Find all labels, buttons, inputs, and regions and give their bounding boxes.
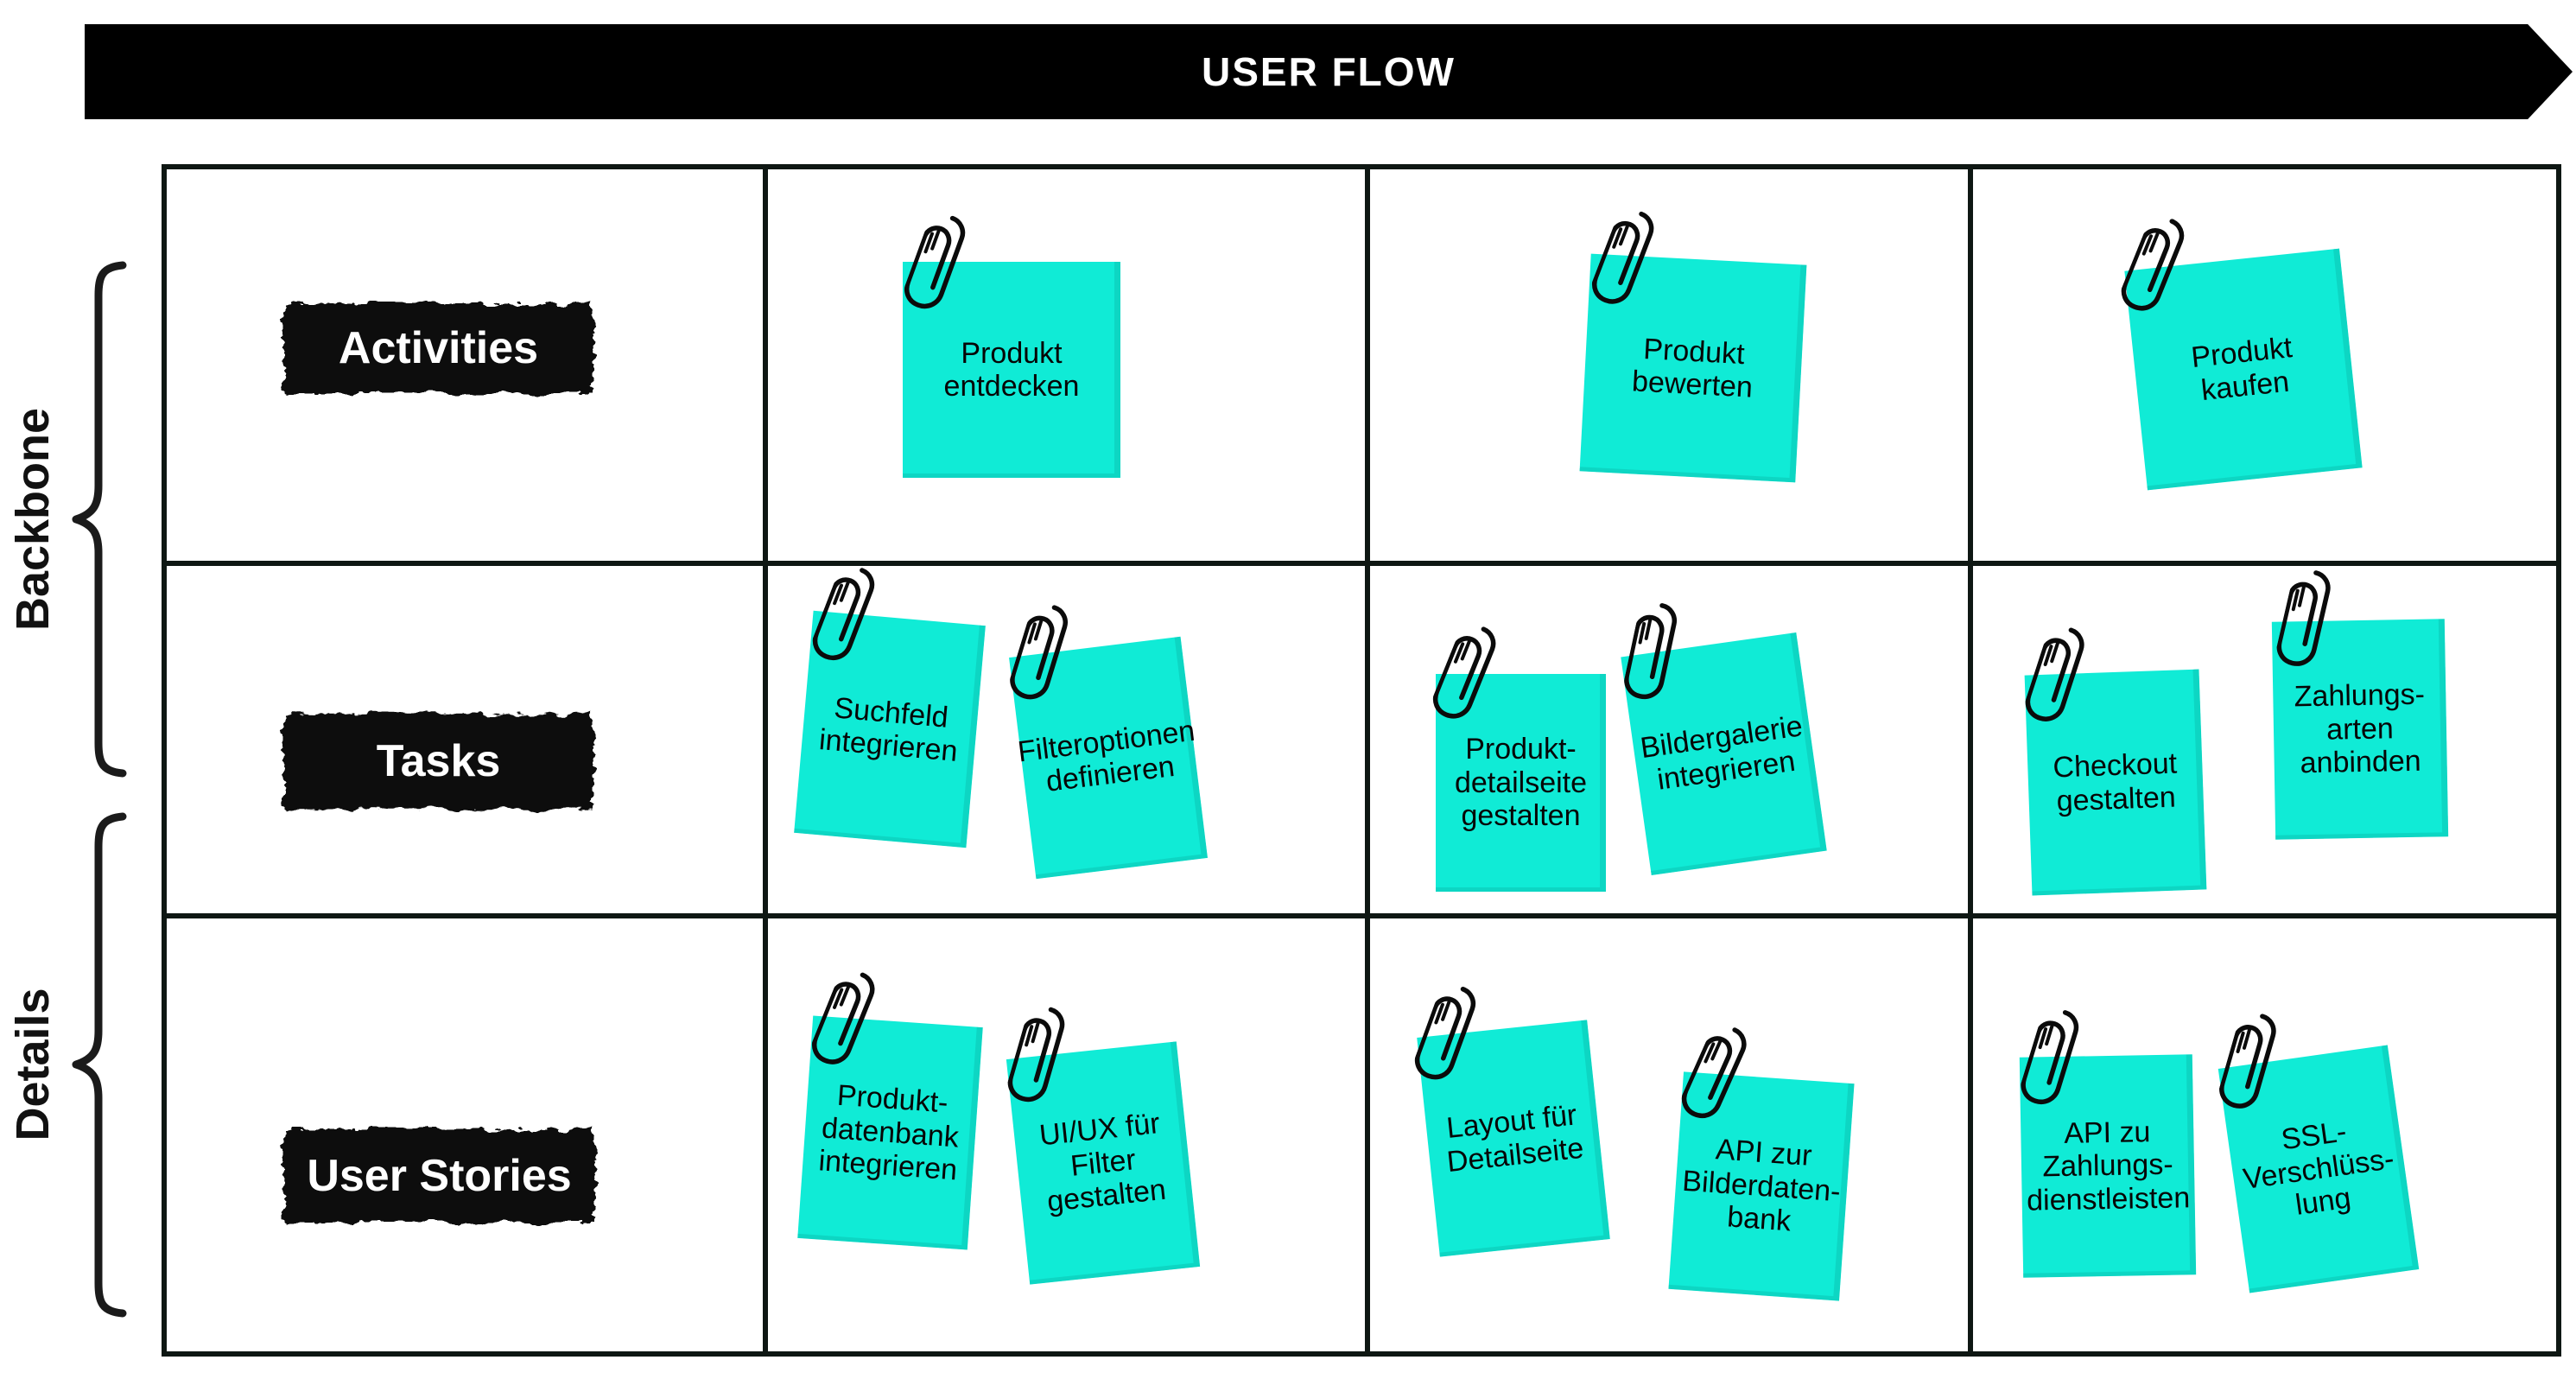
grid-column-divider — [1365, 169, 1370, 1351]
sticky-note-filteroptionen-definieren[interactable]: Filteroptionen definieren — [1009, 637, 1208, 880]
grid-row-divider — [167, 561, 2556, 566]
details-brace — [72, 812, 127, 1318]
note-text: Produkt bewerten — [1631, 332, 1754, 404]
sticky-note-ssl-verschluesslung[interactable]: SSL- Verschlüss- lung — [2218, 1045, 2420, 1293]
grid-row-divider — [167, 913, 2556, 918]
user-flow-arrow: USER FLOW — [85, 24, 2573, 119]
note-text: Layout für Detailseite — [1444, 1098, 1585, 1179]
note-text: Produkt kaufen — [2189, 331, 2294, 407]
note-text: Filteroptionen definieren — [1016, 714, 1197, 798]
details-label: Details — [7, 988, 59, 1141]
note-text: API zu Zahlungs- dienstleisten — [2026, 1115, 2191, 1217]
note-text: Produkt entdecken — [943, 336, 1080, 403]
sticky-note-layout-detailseite[interactable]: Layout für Detailseite — [1417, 1020, 1610, 1257]
row-label-user-stories: User Stories — [272, 1117, 606, 1234]
backbone-brace — [72, 261, 127, 778]
sticky-note-suchfeld-integrieren[interactable]: Suchfeld integrieren — [794, 611, 986, 848]
row-label-text: User Stories — [307, 1150, 572, 1201]
user-flow-label: USER FLOW — [1202, 49, 1456, 94]
sticky-note-uiux-filter-gestalten[interactable]: UI/UX für Filter gestalten — [1006, 1041, 1201, 1285]
story-map-grid — [162, 164, 2561, 1357]
note-text: UI/UX für Filter gestalten — [1037, 1107, 1168, 1219]
sticky-note-bildergalerie-integrieren[interactable]: Bildergalerie integrieren — [1621, 632, 1827, 876]
note-text: API zur Bilderdaten- bank — [1681, 1133, 1842, 1238]
row-label-tasks: Tasks — [272, 702, 605, 821]
sticky-note-produktdetailseite-gestalten[interactable]: Produkt- detailseite gestalten — [1436, 674, 1606, 892]
backbone-label: Backbone — [7, 407, 59, 632]
row-label-text: Activities — [338, 323, 539, 373]
row-label-activities: Activities — [272, 292, 605, 404]
brush-blob — [283, 1128, 595, 1223]
sticky-note-zahlungsarten-anbinden[interactable]: Zahlungs- arten anbinden — [2271, 619, 2449, 840]
grid-column-divider — [763, 169, 768, 1351]
sticky-note-produkt-kaufen[interactable]: Produkt kaufen — [2124, 249, 2363, 491]
sticky-note-produkt-entdecken[interactable]: Produkt entdecken — [903, 262, 1120, 478]
brush-blob — [283, 713, 593, 810]
note-text: SSL- Verschlüss- lung — [2241, 1115, 2396, 1223]
note-text: Suchfeld integrieren — [817, 690, 960, 768]
sticky-note-checkout-gestalten[interactable]: Checkout gestalten — [2025, 670, 2207, 896]
note-text: Bildergalerie integrieren — [1638, 709, 1805, 797]
sticky-note-produkt-bewerten[interactable]: Produkt bewerten — [1579, 254, 1807, 483]
brush-blob — [283, 303, 593, 393]
sticky-note-api-zahlungsdienstleisten[interactable]: API zu Zahlungs- dienstleisten — [2020, 1054, 2197, 1278]
note-text: Produkt- detailseite gestalten — [1454, 733, 1588, 833]
note-text: Checkout gestalten — [2052, 747, 2178, 817]
sticky-note-api-bilderdatenbank[interactable]: API zur Bilderdaten- bank — [1668, 1071, 1855, 1301]
grid-column-divider — [1968, 169, 1973, 1351]
note-text: Zahlungs- arten anbinden — [2294, 678, 2426, 780]
sticky-note-produktdatenbank-integrieren[interactable]: Produkt- datenbank integrieren — [797, 1015, 983, 1250]
note-text: Produkt- datenbank integrieren — [817, 1079, 961, 1187]
row-label-text: Tasks — [376, 736, 501, 786]
